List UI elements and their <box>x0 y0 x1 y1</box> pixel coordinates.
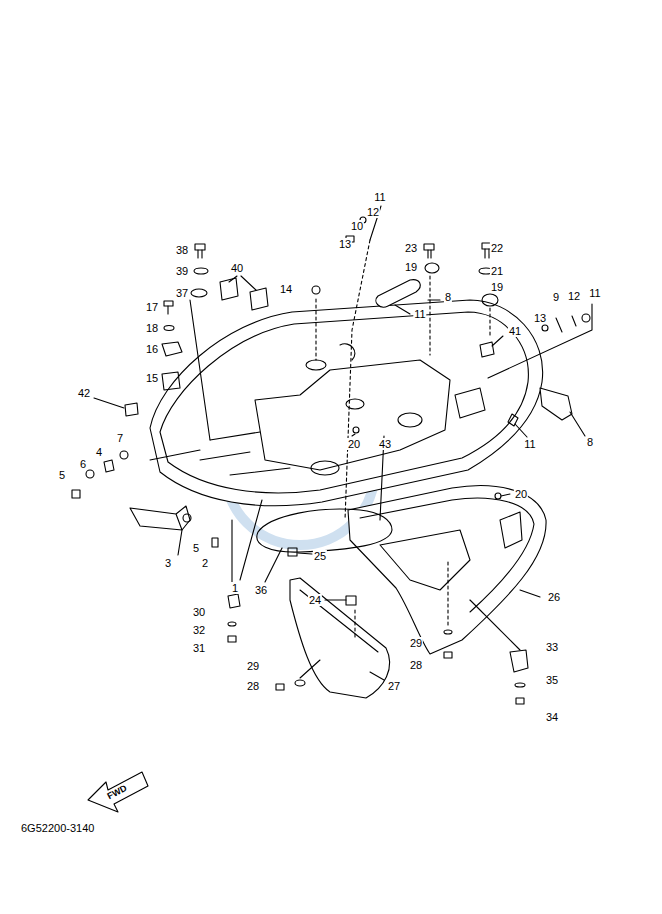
callout-number: 5 <box>192 542 200 554</box>
callout-number: 28 <box>409 659 423 671</box>
callout-number: 10 <box>350 220 364 232</box>
callout-number: 7 <box>116 432 124 444</box>
callout-number: 39 <box>175 265 189 277</box>
callout-number: 2 <box>201 557 209 569</box>
callout-number: 43 <box>378 438 392 450</box>
callout-number: 36 <box>254 584 268 596</box>
callout-number: 37 <box>175 287 189 299</box>
callout-number: 35 <box>545 674 559 686</box>
callout-number: 24 <box>308 594 322 606</box>
callout-number: 25 <box>313 550 327 562</box>
callout-number: 12 <box>567 290 581 302</box>
callout-number: 11 <box>413 308 426 320</box>
callout-number: 40 <box>230 262 244 274</box>
callout-number: 17 <box>145 301 159 313</box>
callout-number: 28 <box>246 680 260 692</box>
callout-number: 13 <box>338 238 352 250</box>
callout-number: 11 <box>588 287 601 299</box>
callout-number: 20 <box>347 438 361 450</box>
callout-number: 19 <box>490 281 504 293</box>
callout-number: 4 <box>95 446 103 458</box>
callout-number: 34 <box>545 711 559 723</box>
callout-number: 23 <box>404 242 418 254</box>
callout-number: 16 <box>145 343 159 355</box>
callout-number: 5 <box>58 469 66 481</box>
callout-number: 22 <box>490 242 504 254</box>
callout-number: 15 <box>145 372 159 384</box>
callout-number: 26 <box>547 591 561 603</box>
callout-number: 19 <box>404 261 418 273</box>
callout-number: 29 <box>409 637 423 649</box>
callout-number: 18 <box>145 322 159 334</box>
callout-number: 41 <box>508 325 522 337</box>
callout-number: 30 <box>192 606 206 618</box>
callout-number: 8 <box>444 291 452 303</box>
callout-number: 29 <box>246 660 260 672</box>
callout-number: 14 <box>279 283 293 295</box>
callout-number: 21 <box>490 265 504 277</box>
callout-number: 33 <box>545 641 559 653</box>
callout-number: 11 <box>523 438 536 450</box>
callout-number: 13 <box>533 312 547 324</box>
callout-number: 42 <box>77 387 91 399</box>
callout-number: 3 <box>164 557 172 569</box>
callout-number: 1 <box>231 582 239 594</box>
callout-number: 9 <box>552 291 560 303</box>
callout-number: 27 <box>387 680 401 692</box>
callout-number: 8 <box>586 436 594 448</box>
callout-number: 6 <box>79 458 87 470</box>
callout-number: 32 <box>192 624 206 636</box>
callout-number: 11 <box>373 191 386 203</box>
callout-number: 31 <box>192 642 206 654</box>
callout-number: 38 <box>175 244 189 256</box>
callout-number: 12 <box>366 206 380 218</box>
callout-number: 20 <box>514 488 528 500</box>
drawing-code: 6G52200-3140 <box>20 822 95 834</box>
